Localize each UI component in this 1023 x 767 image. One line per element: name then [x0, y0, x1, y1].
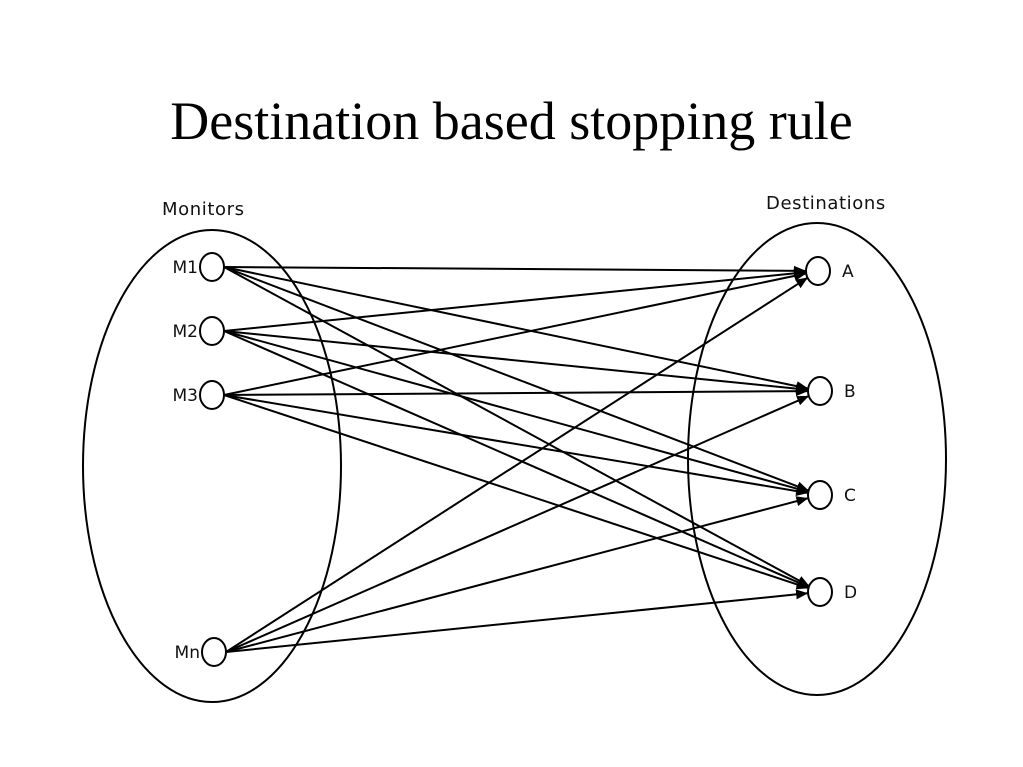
edge-m3-to-b	[223, 386, 809, 397]
monitor-label-m3: M3	[173, 386, 198, 406]
destination-node-d	[807, 577, 833, 607]
edge-mn-to-a	[225, 277, 808, 653]
destination-label-d: D	[844, 583, 857, 603]
monitor-node-mn	[201, 637, 227, 667]
edges-layer	[223, 265, 810, 653]
destinations-group-label: Destinations	[766, 193, 886, 214]
monitor-label-m1: M1	[173, 258, 198, 278]
edge-mn-to-b	[225, 395, 810, 653]
edge-m2-to-a	[223, 268, 807, 332]
edge-m1-to-c	[223, 266, 809, 492]
edge-m1-to-d	[223, 266, 810, 587]
edge-m3-to-d	[223, 394, 809, 590]
edge-mn-to-c	[225, 496, 809, 653]
slide-title: Destination based stopping rule	[170, 91, 853, 151]
monitor-node-m2	[199, 316, 225, 346]
edge-m3-to-a	[223, 271, 807, 396]
destination-label-c: C	[844, 486, 856, 506]
edge-m2-to-c	[223, 330, 809, 494]
destination-node-c	[807, 480, 833, 510]
destination-node-a	[805, 256, 831, 286]
edge-m3-to-c	[223, 394, 809, 496]
edge-m2-to-b	[223, 330, 809, 394]
destination-node-b	[807, 376, 833, 406]
edge-m1-to-a	[223, 265, 807, 276]
monitor-node-m3	[199, 380, 225, 410]
destination-label-b: B	[844, 382, 856, 402]
edge-m1-to-b	[223, 266, 809, 392]
edge-m2-to-d	[223, 330, 810, 588]
edge-mn-to-d	[225, 589, 809, 653]
monitor-label-m2: M2	[173, 322, 198, 342]
destination-label-a: A	[842, 262, 854, 282]
monitor-node-m1	[199, 252, 225, 282]
monitors-group-ellipse	[82, 229, 342, 703]
monitors-group-label: Monitors	[162, 199, 245, 220]
monitor-label-mn: Mn	[175, 643, 200, 663]
